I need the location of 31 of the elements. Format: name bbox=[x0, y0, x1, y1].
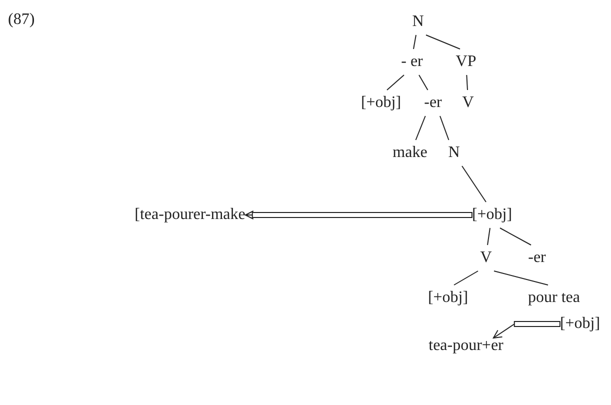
example-number: (87) bbox=[8, 12, 35, 28]
tree-node-label: - er bbox=[401, 53, 423, 70]
tree-node-label: [+obj] bbox=[360, 94, 402, 111]
tree-node-label: [tea-pourer-make bbox=[134, 206, 246, 223]
derivation-arrow bbox=[244, 210, 472, 220]
tree-node-label: VP bbox=[456, 53, 476, 70]
tree-node-label: tea-pour+er bbox=[428, 337, 504, 354]
tree-branch bbox=[426, 34, 460, 50]
tree-node-label: pour tea bbox=[528, 289, 580, 306]
derivation-arrow bbox=[492, 321, 560, 338]
tree-branch bbox=[415, 116, 426, 140]
tree-branch bbox=[454, 270, 478, 286]
tree-node-label: V bbox=[480, 249, 492, 266]
tree-branch bbox=[386, 74, 404, 90]
tree-branch bbox=[500, 228, 532, 246]
tree-node-label: make bbox=[392, 144, 428, 161]
tree-node-label: N bbox=[448, 144, 460, 161]
tree-branch bbox=[466, 74, 468, 90]
tree-node-label: -er bbox=[528, 249, 546, 266]
tree-node-label: N bbox=[412, 13, 424, 30]
tree-branch bbox=[462, 166, 486, 202]
tree-branch bbox=[494, 270, 548, 286]
tree-node-label: [+obj] bbox=[428, 289, 468, 306]
tree-branch bbox=[440, 116, 450, 140]
tree-branch bbox=[487, 228, 490, 246]
tree-branch bbox=[413, 34, 416, 50]
tree-node-label: [+obj] bbox=[472, 206, 512, 223]
tree-node-label: -er bbox=[424, 94, 442, 111]
tree-node-label: V bbox=[462, 94, 474, 111]
tree-node-label: [+obj] bbox=[560, 315, 600, 332]
tree-branch bbox=[418, 74, 428, 90]
